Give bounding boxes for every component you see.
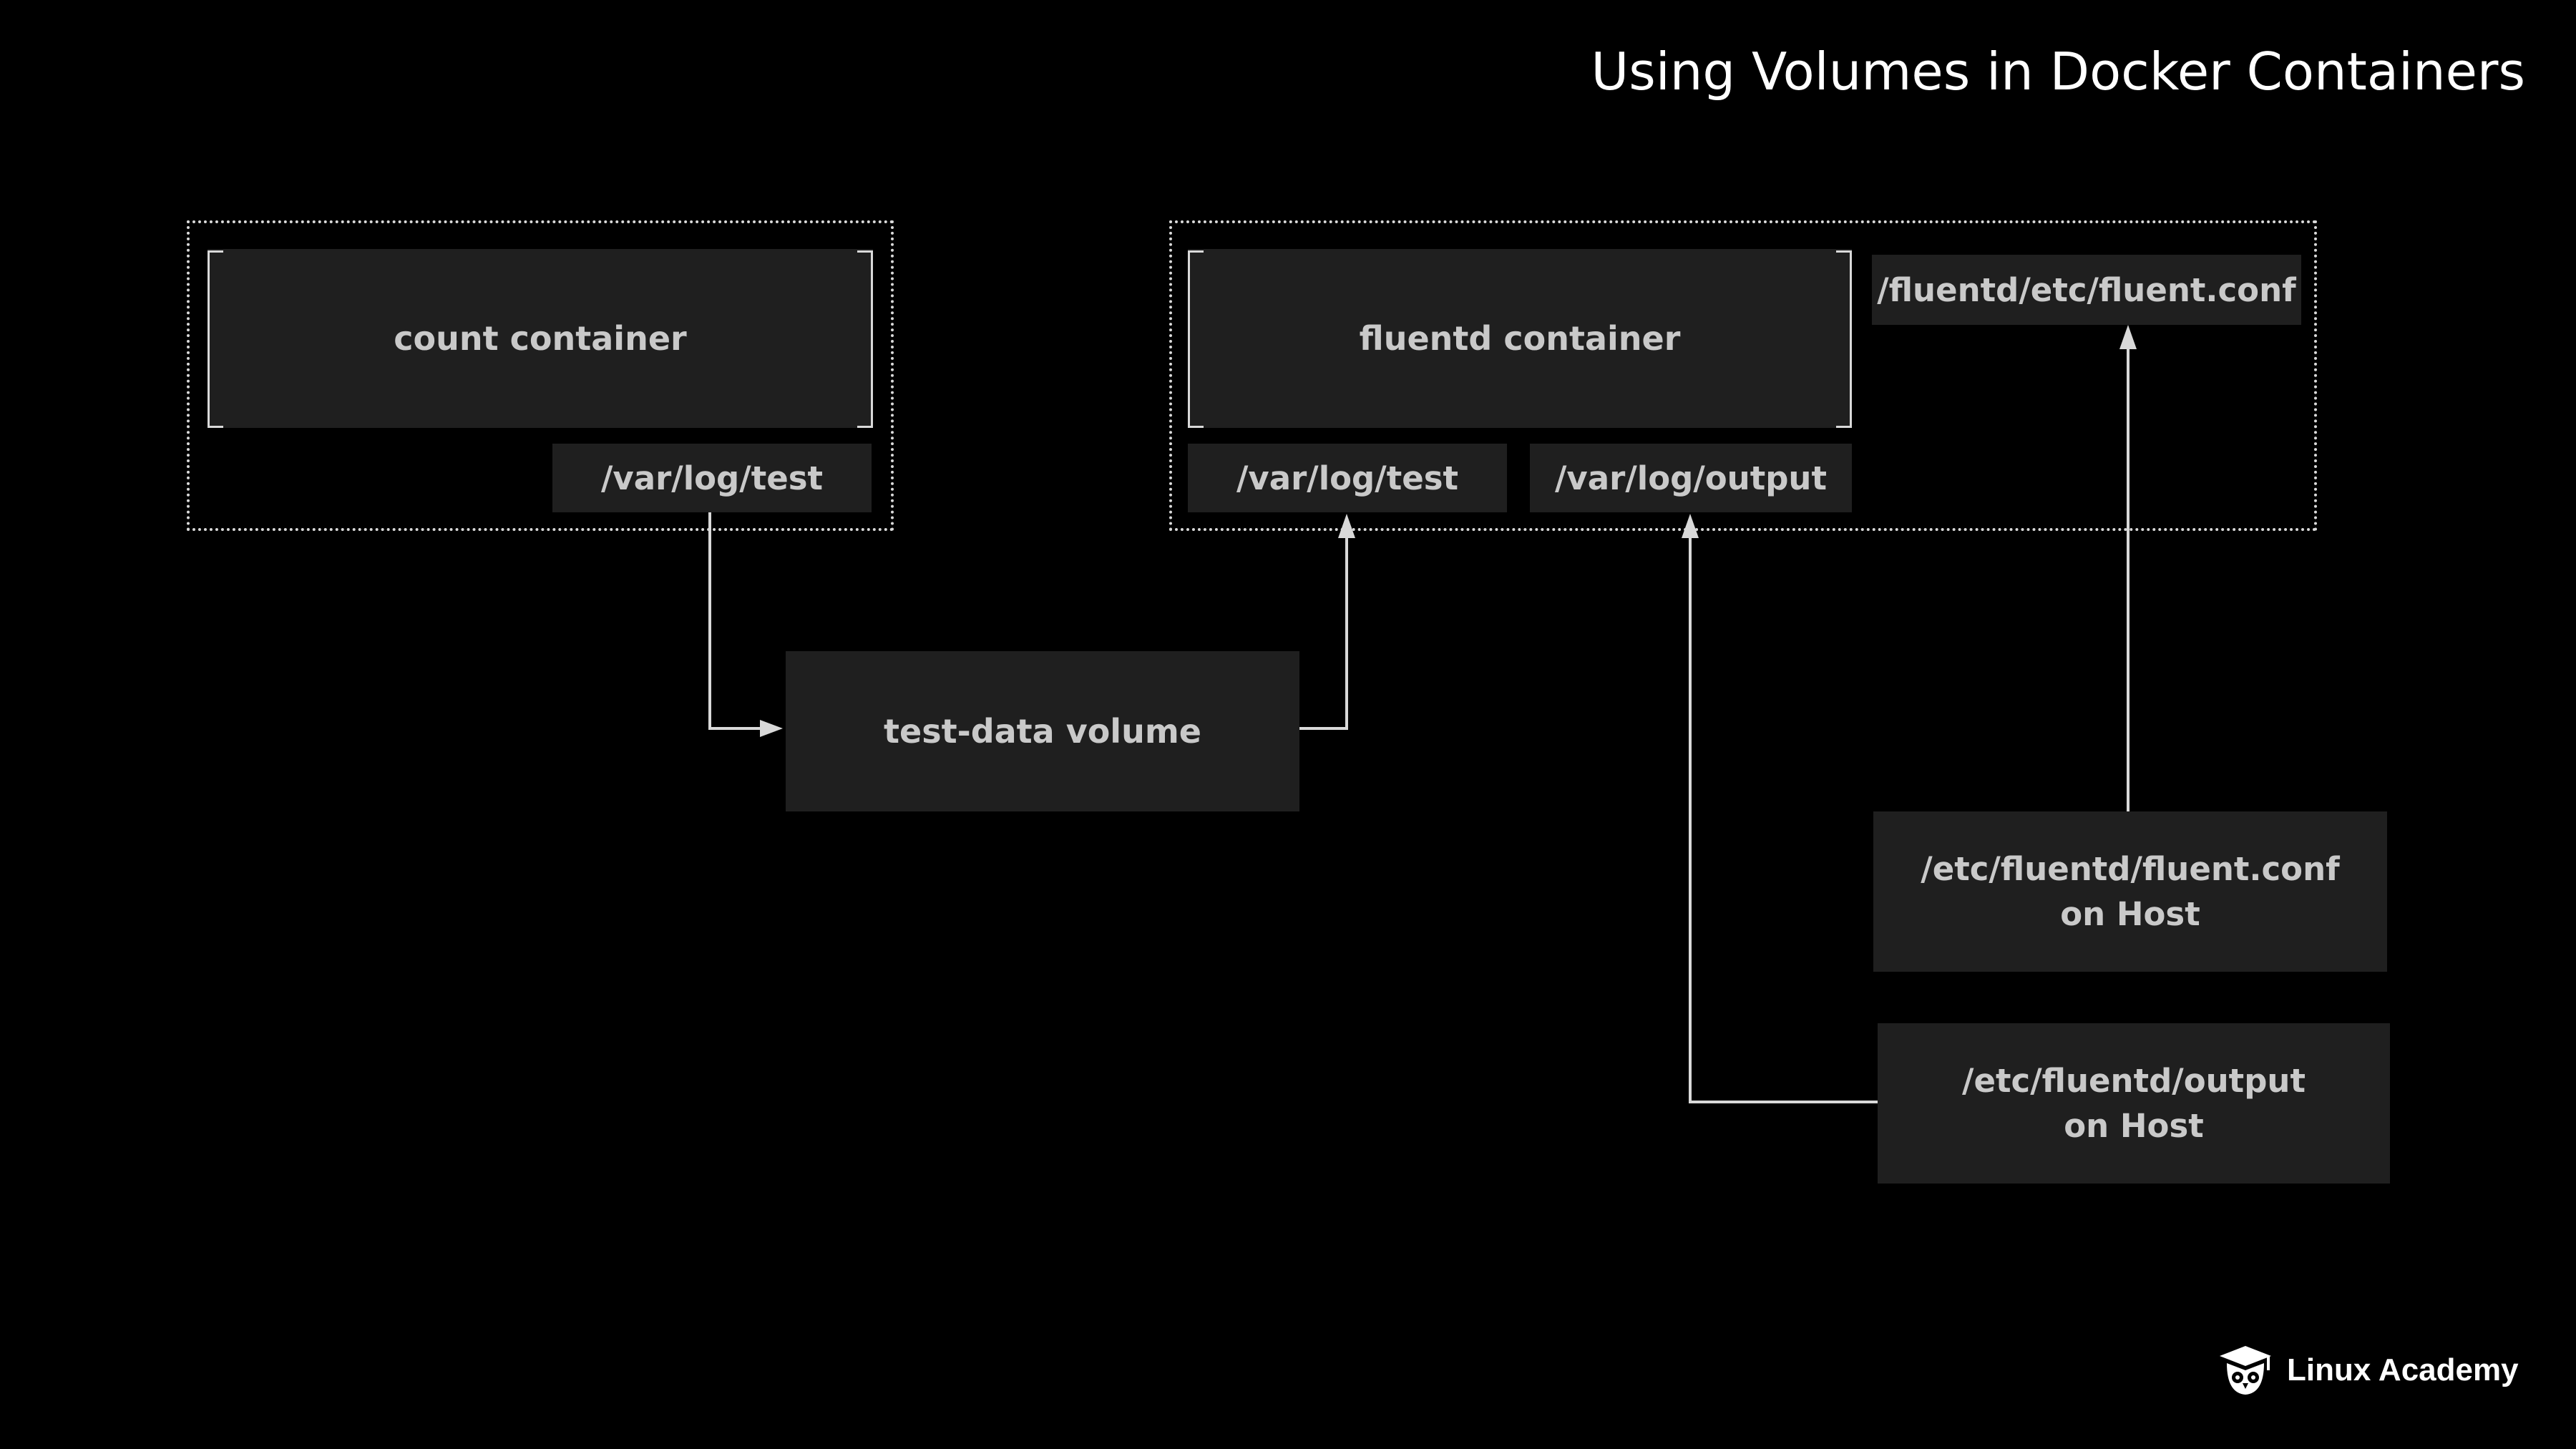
count-mount-path-label: /var/log/test	[600, 459, 824, 497]
fluentd-output-mount-box: /var/log/output	[1530, 444, 1852, 512]
fluentd-output-mount-label: /var/log/output	[1555, 459, 1827, 497]
host-fluent-conf-suffix: on Host	[2060, 895, 2200, 933]
fluentd-test-mount-box: /var/log/test	[1188, 444, 1507, 512]
fluentd-container-right-bracket	[1836, 250, 1852, 428]
fluentd-test-mount-label: /var/log/test	[1236, 459, 1459, 497]
host-output-suffix: on Host	[2064, 1107, 2204, 1145]
count-container-label: count container	[394, 319, 687, 358]
count-container-box: count container	[208, 249, 873, 428]
count-container-right-bracket	[857, 250, 873, 428]
fluentd-container-label: fluentd container	[1359, 319, 1681, 358]
linux-academy-logo-text: Linux Academy	[2287, 1352, 2519, 1387]
host-fluent-conf-box: /etc/fluentd/fluent.conf on Host	[1873, 811, 2387, 972]
fluentd-config-path-box: /fluentd/etc/fluent.conf	[1872, 255, 2301, 325]
count-container-left-bracket	[208, 250, 223, 428]
diagram-title: Using Volumes in Docker Containers	[1591, 42, 2526, 102]
fluentd-container-left-bracket	[1188, 250, 1204, 428]
count-mount-path-box: /var/log/test	[552, 444, 872, 512]
count-to-volume-connector	[708, 512, 767, 730]
host-output-to-output-mount-connector	[1689, 531, 1878, 1103]
host-output-path: /etc/fluentd/output	[1962, 1062, 2306, 1100]
count-to-volume-arrowhead	[760, 720, 783, 737]
test-data-volume-box: test-data volume	[786, 651, 1299, 811]
count-container-group	[187, 220, 894, 531]
owl-graduation-cap-icon	[2220, 1346, 2271, 1395]
fluentd-config-path-label: /fluentd/etc/fluent.conf	[1877, 270, 2296, 309]
linux-academy-logo: Linux Academy	[2217, 1338, 2532, 1402]
host-fluent-conf-path: /etc/fluentd/fluent.conf	[1921, 850, 2340, 888]
fluentd-container-box: fluentd container	[1188, 249, 1852, 428]
host-output-box: /etc/fluentd/output on Host	[1878, 1023, 2390, 1184]
fluentd-container-group	[1169, 220, 2317, 531]
test-data-volume-label: test-data volume	[884, 712, 1201, 751]
volume-to-fluentd-test-connector	[1299, 531, 1348, 730]
